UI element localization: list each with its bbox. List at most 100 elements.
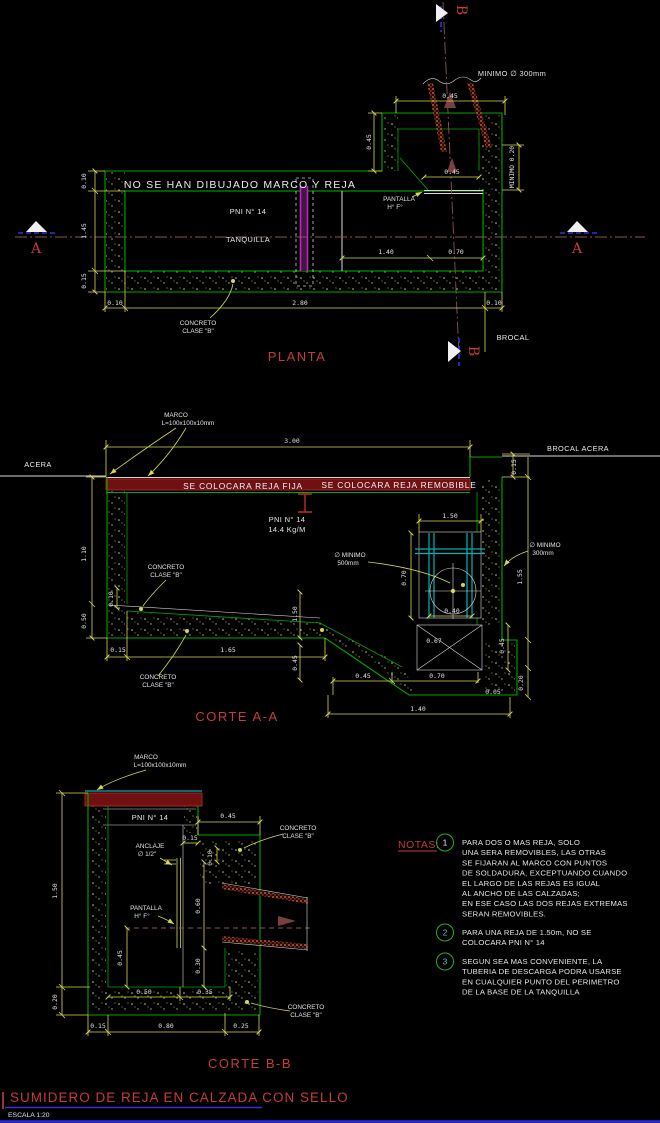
corte_a-text-16: 0.15 xyxy=(510,459,518,475)
planta-throat xyxy=(397,128,480,191)
pipe-break-line xyxy=(422,76,482,85)
corte_a-text-29: 0.70 xyxy=(429,672,445,680)
corte-b-view xyxy=(56,769,312,1036)
corte_a-text-20: 0.05 xyxy=(485,688,501,696)
planta-text-13: 1.45 xyxy=(80,223,88,239)
corte_a-text-25: 1.65 xyxy=(220,646,236,654)
nota-2-line-0: PARA UNA REJA DE 1.50m, NO SE xyxy=(462,928,592,937)
planta-text-4: H° F° xyxy=(387,203,403,211)
corte_b-text-15: 1.50 xyxy=(51,883,59,899)
corte_b-text-22: CONCRETO xyxy=(288,1004,324,1011)
corte-b-title: CORTE B-B xyxy=(208,1056,292,1071)
callout-dot xyxy=(245,1000,249,1004)
callout-dot xyxy=(461,583,465,587)
outlet-pipe-wall-bottom xyxy=(222,936,308,949)
planta-text-12: 0.10 xyxy=(80,173,88,189)
planta-text-20: CLASE "B" xyxy=(182,328,214,335)
corte-b-inner-wall xyxy=(107,806,226,988)
nota-3-line-0: SEGUN SEA MAS CONVENIENTE, LA xyxy=(462,957,603,966)
corte_a-text-26: 1.50 xyxy=(291,606,299,622)
corte_a-text-15: 0.40 xyxy=(444,607,460,615)
corte-b-dimensions xyxy=(56,769,291,1036)
callout-dot xyxy=(320,628,324,632)
callout-dot xyxy=(185,629,189,633)
corte_a-text-35: CLASE "B" xyxy=(142,682,174,689)
corte_a-text-23: 0.10 xyxy=(107,591,115,607)
planta-labels: NO SE HAN DIBUJADO MARCO Y REJA PNI N° 14… xyxy=(30,5,583,356)
corte-a-dimensions xyxy=(86,427,532,718)
planta-text-14: 0.15 xyxy=(80,273,88,289)
corte_b-text-5: CLASE "B" xyxy=(282,833,314,840)
corte_a-text-7: PNI N° 14 xyxy=(269,515,306,524)
corte_a-text-33: CLASE "B" xyxy=(150,572,182,579)
flow-arrow-icon xyxy=(447,158,457,172)
corte_a-text-27: 0.45 xyxy=(291,655,299,671)
pni-beam-fill xyxy=(300,186,308,271)
corte_b-text-8: 0.15 xyxy=(182,834,198,842)
invert-line xyxy=(108,604,321,619)
corte_a-text-24: 0.15 xyxy=(110,646,126,654)
corte_a-text-31: 0.67 xyxy=(426,637,442,645)
callout-dot xyxy=(238,848,242,852)
corte-a-concrete-hatch xyxy=(108,480,515,695)
corte_a-text-30: 1.40 xyxy=(410,705,426,713)
corte_a-text-34: CONCRETO xyxy=(140,674,176,681)
corte_b-text-18: 0.35 xyxy=(197,988,213,996)
planta-text-11: 0.70 xyxy=(448,248,464,256)
section-marker-a-left xyxy=(18,221,58,234)
planta-text-19: CONCRETO xyxy=(180,320,216,327)
planta-text-3: PANTALLA xyxy=(383,196,415,203)
scale-label: ESCALA 1:20 xyxy=(8,1112,50,1119)
corte_b-text-13: 0.45 xyxy=(116,950,124,966)
nota-1-line-7: SERAN REMOVIBLES. xyxy=(462,909,546,918)
planta-text-6: 0.45 xyxy=(442,92,458,100)
corte_a-text-28: 0.45 xyxy=(355,672,371,680)
section-triangle-icon xyxy=(448,341,461,362)
nota-2-line-1: COLOCARA PNI N° 14 xyxy=(462,938,545,947)
corte_a-text-14: 0.70 xyxy=(400,570,408,586)
corte_b-text-14: 0.30 xyxy=(194,958,202,974)
section-marker-b-bottom xyxy=(448,338,461,366)
corte_b-text-21: 0.25 xyxy=(233,1022,249,1030)
corte_b-text-2: PNI N° 14 xyxy=(132,813,169,822)
nota-1-line-2: SE FIJARAN AL MARCO CON PUNTOS xyxy=(462,858,607,867)
nota-3-line-1: TUBERIA DE DESCARGA PODRA USARSE xyxy=(462,967,622,976)
corte_a-text-19: 0.20 xyxy=(517,675,525,691)
reja-dashed-outline xyxy=(295,177,314,287)
corte-a-title: CORTE A-A xyxy=(195,709,278,724)
corte_b-text-1: L=100x100x10mm xyxy=(134,762,187,769)
corte_a-text-12: ∅ MINIMO xyxy=(529,542,560,549)
corte_b-text-19: 0.15 xyxy=(90,1022,106,1030)
planta-text-1: PNI N° 14 xyxy=(230,207,267,216)
planta-text-0: NO SE HAN DIBUJADO MARCO Y REJA xyxy=(124,179,356,191)
centerline-bb xyxy=(442,1,460,357)
corte_b-text-12: 0.60 xyxy=(194,898,202,914)
planta-text-18: BROCAL xyxy=(497,333,530,342)
corte_a-text-6: SE COLOCARA REJA REMOBIBLE xyxy=(321,480,476,490)
corte_a-text-9: 1.50 xyxy=(442,512,458,520)
section-marker-a-right xyxy=(560,221,600,234)
corte_a-text-21: 1.10 xyxy=(80,546,88,562)
callout-dot xyxy=(231,279,235,283)
outlet-pipe-outline xyxy=(221,882,309,951)
corte_b-text-6: ANCLAJE xyxy=(136,843,165,850)
nota-2-number: 2 xyxy=(443,928,448,938)
nota-3-circle xyxy=(436,952,454,971)
nota-1-number: 1 xyxy=(443,838,448,848)
planta-text-5: MINIMO ∅ 300mm xyxy=(478,69,546,78)
corte-b-concrete-hatch xyxy=(90,806,258,1013)
corte_a-text-2: MARCO xyxy=(164,412,188,419)
nota-1-line-5: AL ANCHO DE LAS CALZADAS; xyxy=(462,889,580,898)
planta-text-23: B xyxy=(453,5,469,15)
planta-text-16: 2.80 xyxy=(292,299,308,307)
reja-bar xyxy=(105,478,471,491)
planta-pantalla-line xyxy=(424,190,483,194)
corte_a-text-3: L=100x100x10mm xyxy=(162,420,215,427)
planta-dimensions xyxy=(88,96,524,352)
brocal-step xyxy=(469,456,502,477)
planta-text-8: 0.45 xyxy=(444,168,460,176)
planta-view xyxy=(15,1,645,366)
corte_a-text-1: BROCAL ACERA xyxy=(547,444,609,453)
